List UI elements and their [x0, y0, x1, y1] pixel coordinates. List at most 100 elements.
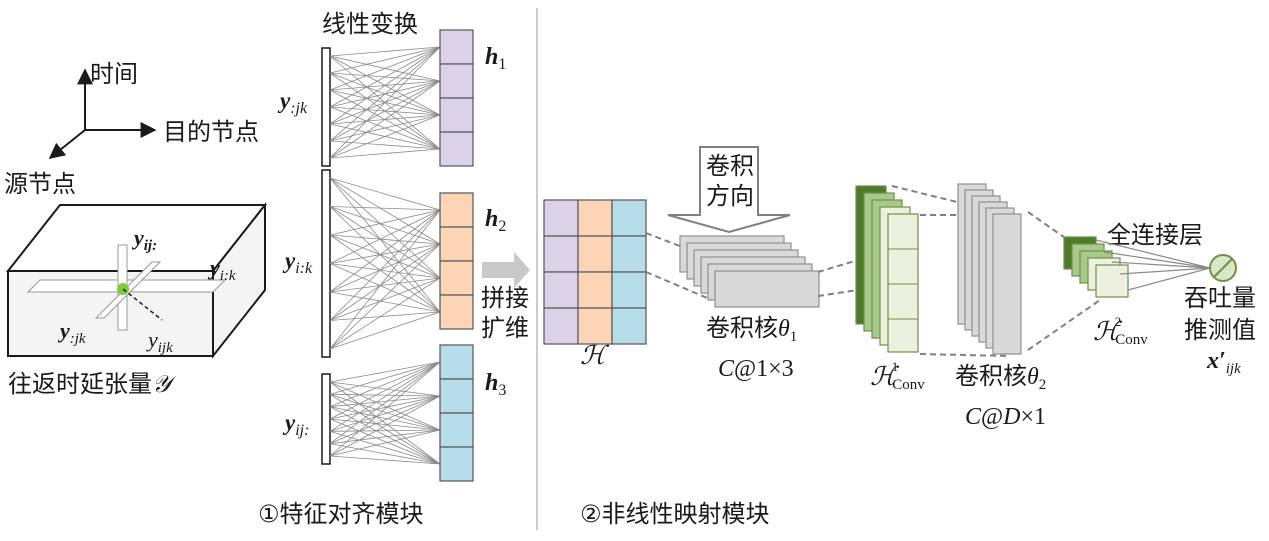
connection-line — [329, 140, 441, 150]
mapping-line-3c — [919, 353, 1011, 357]
mapping-line-4b — [1027, 299, 1101, 351]
fiber-jk-label: y:jk — [57, 318, 86, 347]
connection-line — [329, 209, 441, 321]
connection-line — [329, 46, 441, 74]
concat-arrow-shape — [482, 252, 530, 288]
matrix-cell — [577, 199, 613, 237]
element-label: yijk — [146, 327, 173, 356]
connection-line — [329, 361, 441, 457]
connection-line — [329, 381, 441, 431]
connection-line — [329, 206, 441, 245]
mapping-line-4a — [1027, 211, 1069, 241]
connection-line — [329, 395, 441, 432]
fc-connections — [1095, 239, 1211, 291]
output-label-2: 推测值 — [1184, 316, 1256, 344]
connection-line — [329, 263, 441, 313]
conv-direction-arrow: 卷积 方向 — [667, 146, 791, 234]
matrix-cell — [543, 235, 579, 273]
connection-line — [329, 277, 441, 321]
kernel2-label: 卷积核θ2 — [955, 362, 1046, 393]
h2-cell — [439, 226, 474, 262]
connection-line — [329, 234, 441, 279]
nonlinear-mapping-module-label: ②非线性映射模块 — [580, 500, 770, 528]
h3-cell — [439, 412, 474, 448]
connection-line — [329, 80, 441, 142]
connection-line — [329, 455, 441, 465]
fiber-ik-label: yi:k — [207, 255, 236, 284]
connection-line — [329, 430, 441, 465]
h2-cell — [439, 294, 474, 330]
feature-alignment-module-label: ①特征对齐模块 — [258, 500, 424, 528]
kernel2-slab — [992, 213, 1022, 355]
h1-cell — [439, 63, 474, 99]
element-pointer — [122, 288, 163, 321]
output-label-h2: h2 — [485, 206, 506, 235]
fc-layer-label: 全连接层 — [1107, 221, 1203, 249]
connection-line — [329, 395, 441, 408]
h1-cell — [439, 97, 474, 133]
connection-line — [329, 177, 441, 313]
connection-line — [329, 429, 441, 445]
matrix-cell — [543, 307, 579, 345]
hconv1-slab — [887, 213, 919, 353]
input-bar-jk — [321, 47, 331, 167]
connection-line — [329, 361, 441, 444]
connection-line — [329, 209, 441, 264]
connection-line — [329, 361, 441, 432]
connection-line — [329, 243, 441, 350]
connection-line — [329, 361, 441, 408]
H-conv2-stack — [1063, 236, 1129, 298]
connection-line — [329, 46, 441, 159]
h2-cell — [439, 260, 474, 296]
connection-line — [329, 234, 441, 245]
h2-cell — [439, 192, 474, 228]
input-label-ij: yij: — [282, 410, 309, 439]
coordinate-axes: 时间 目的节点 源节点 — [4, 60, 259, 198]
connection-line — [329, 393, 441, 465]
mapping-line-1b — [645, 271, 713, 301]
connection-line — [329, 393, 441, 431]
connection-line — [329, 80, 441, 159]
connection-line — [329, 395, 441, 445]
connection-line — [329, 177, 441, 245]
connection-line — [329, 418, 441, 431]
connection-line — [329, 443, 441, 465]
connection-line — [329, 209, 441, 350]
connection-line — [329, 311, 441, 350]
concat-arrow: 拼接 扩维 — [481, 252, 530, 342]
matrix-cell — [577, 271, 613, 309]
mapping-line-2b — [817, 289, 859, 297]
connection-line — [329, 114, 441, 142]
matrix-cell — [577, 235, 613, 273]
matrix-cell — [611, 235, 647, 273]
connection-line — [329, 429, 441, 457]
h1-cell — [439, 29, 474, 65]
input-bar-ij — [321, 373, 331, 465]
connection-line — [329, 381, 441, 397]
input-label-jk: y:jk — [277, 88, 308, 117]
source-axis-label: 源节点 — [4, 170, 76, 198]
concat-label-1: 拼接 — [481, 284, 529, 312]
H-label: ℋ — [580, 341, 610, 370]
connection-line — [329, 243, 441, 264]
fc-connection-line — [1119, 267, 1211, 275]
connection-line — [329, 46, 441, 91]
output-symbol: x′ijk — [1206, 348, 1241, 377]
output-label-h3: h3 — [485, 370, 506, 399]
connection-line — [329, 395, 441, 420]
connection-line — [329, 46, 441, 142]
H-conv1-stack — [855, 185, 919, 353]
connection-line — [329, 177, 441, 279]
fc-connection-line — [1127, 267, 1211, 291]
connection-line — [329, 418, 441, 465]
output-label-1: 吞吐量 — [1184, 284, 1256, 312]
connection-line — [329, 311, 441, 321]
source-axis — [48, 129, 86, 159]
feature-matrix-H — [543, 199, 647, 345]
matrix-cell — [543, 199, 579, 237]
linear-transform-title: 线性变换 — [322, 10, 418, 38]
h3-cell — [439, 446, 474, 482]
concat-label-2: 扩维 — [481, 314, 529, 342]
